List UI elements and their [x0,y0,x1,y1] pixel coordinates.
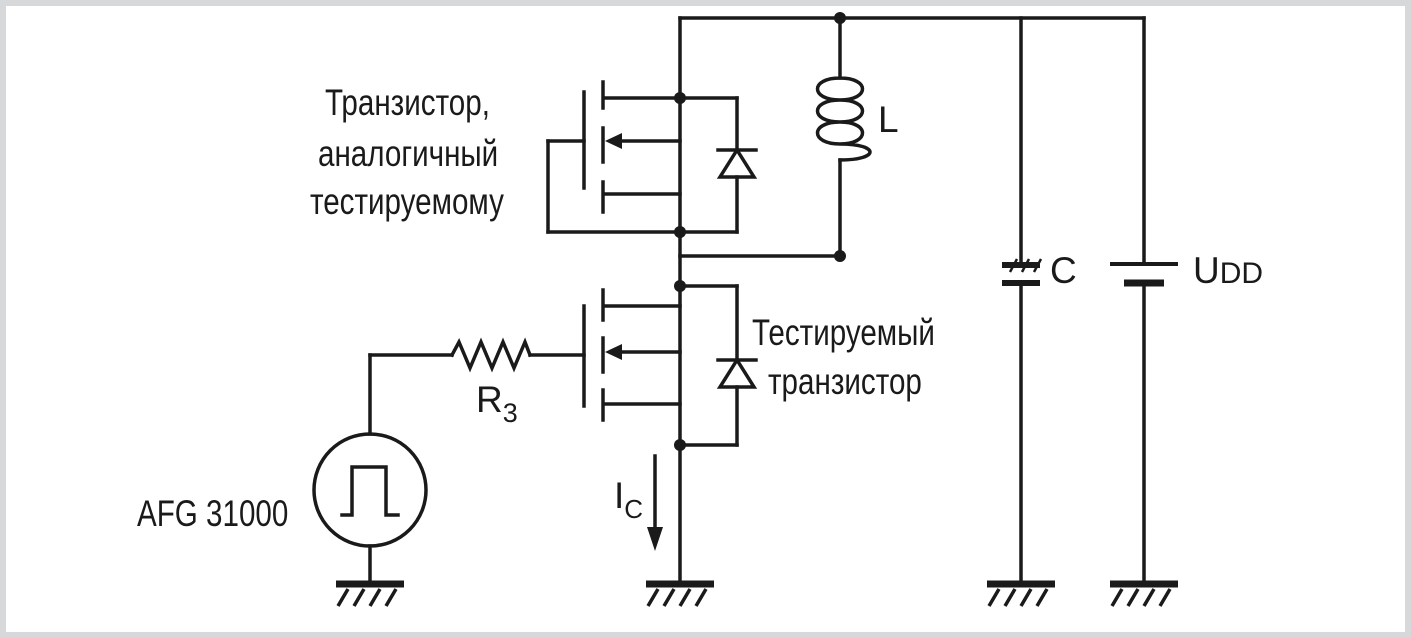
current-path-wire [647,443,682,583]
battery-icon [1110,16,1178,583]
inductor-label: L [878,99,899,140]
dut-mosfet-icon [582,284,686,451]
upper-transistor-label-line-2: аналогичный [318,134,498,175]
ground-icon [1110,584,1178,606]
upper-mosfet-icon [546,80,686,238]
current-label: IC [614,475,643,524]
top-rail-wire [678,12,1146,100]
upper-transistor-label-line-3: тестируемому [310,182,504,223]
supply-label: UDD [1193,250,1263,291]
ground-icon [336,584,404,606]
resistor-label: R3 [476,379,518,428]
upper-diode-icon [678,96,758,234]
upper-transistor-label: Транзистор, аналогичный тестируемому [310,83,504,223]
capacitor-icon [1002,16,1043,583]
inductor-icon [815,16,872,262]
dut-label: Тестируемый транзистор [752,313,935,403]
capacitor-label: C [1050,250,1077,291]
ground-icon [987,584,1055,606]
generator-label: AFG 31000 [137,494,288,535]
upper-transistor-label-line-1: Транзистор, [325,83,490,124]
dut-label-line-2: транзистор [768,362,922,403]
ground-icon [646,584,714,606]
pulse-generator-icon [312,432,428,583]
diagram-panel [6,6,1405,632]
dut-diode-icon [678,284,758,447]
midpoint-wire [674,230,842,292]
dut-label-line-1: Тестируемый [752,313,935,354]
resistor-icon [368,337,586,436]
